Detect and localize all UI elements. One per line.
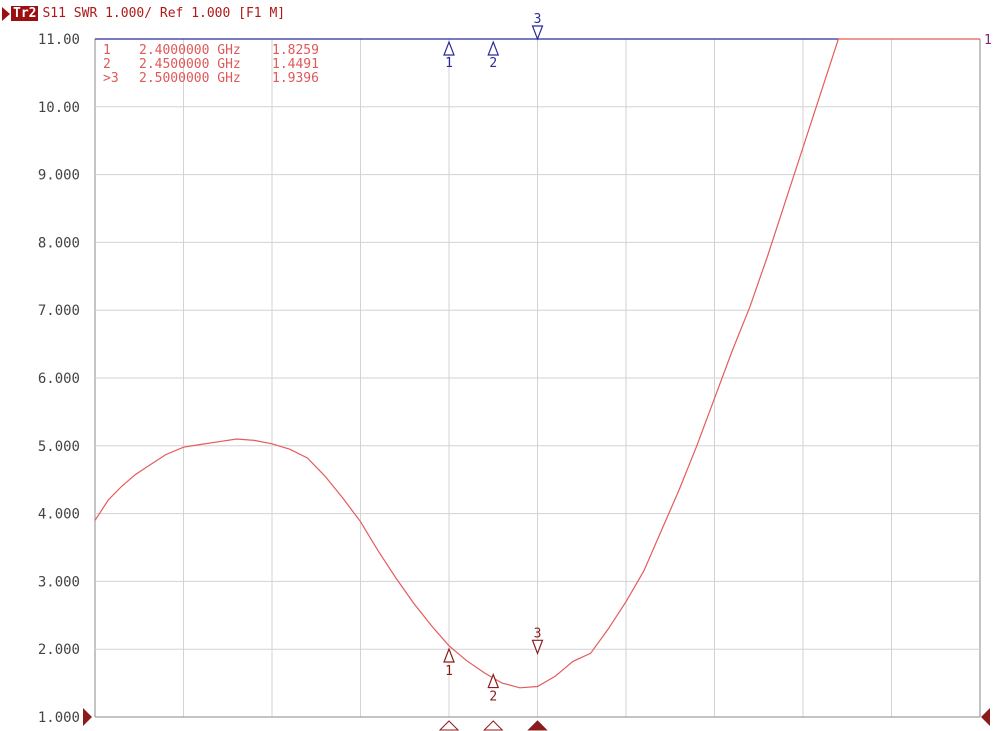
y-tick-label: 2.000 [38,642,80,658]
trace-settings-text[interactable]: S11 SWR 1.000/ Ref 1.000 [F1 M] [42,6,286,21]
active-trace-arrow-icon [2,6,10,21]
marker-table-value: 1.4491 [272,57,319,72]
limit-marker-down-triangle-icon [531,25,544,41]
limit-marker-up-triangle-icon [443,40,455,56]
marker-axis-pointer-icon [527,720,548,731]
limit-trace: 1 [95,33,992,48]
limit-marker-label: 1 [445,56,453,71]
marker-3: 33 [527,12,548,731]
y-tick-label: 4.000 [38,507,80,523]
marker-2: 22 [483,40,504,731]
marker-table-freq: 2.4000000 GHz [139,43,241,58]
y-tick-label: 7.000 [38,303,80,319]
limit-marker-label: 3 [534,12,542,27]
marker-table: 1 2.4000000 GHz 1.8259 2 2.4500000 GHz 1.449… [103,43,319,86]
marker-label: 3 [534,626,542,641]
y-tick-label: 1.000 [38,710,80,726]
marker-table-freq: 2.4500000 GHz [139,57,241,72]
trace-badge[interactable]: Tr2 [11,6,39,21]
marker-down-triangle-icon [531,639,544,655]
swr-trace [94,38,980,689]
marker-table-id: 1 [103,43,111,58]
reference-right-arrow-icon [981,708,990,726]
marker-table-id: 2 [103,57,111,72]
marker-table-row: 1 2.4000000 GHz 1.8259 [103,43,319,58]
marker-up-triangle-icon [443,647,455,663]
reference-left-arrow-icon [83,708,92,726]
y-tick-label: 9.000 [38,168,80,184]
marker-axis-pointer-icon [438,720,460,731]
limit-marker-label: 2 [489,56,497,71]
marker-label: 2 [489,690,497,705]
y-tick-labels: 1.000 2.000 3.000 4.000 5.000 6.000 7.000 8.000… [38,32,990,726]
y-tick-label: 10.00 [38,100,80,116]
marker-axis-pointer-icon [483,720,504,731]
marker-table-value: 1.9396 [272,71,319,86]
y-tick-label: 11.00 [38,32,80,48]
limit-marker-up-triangle-icon [487,40,500,56]
y-tick-label: 6.000 [38,371,80,387]
marker-table-row: 2 2.4500000 GHz 1.4491 [103,57,319,72]
marker-1: 11 [438,40,460,731]
swr-trace-line [94,38,980,689]
marker-table-id: >3 [103,71,119,86]
marker-label: 1 [445,664,453,679]
chart-grid [94,38,981,718]
marker-up-triangle-icon [487,672,500,689]
marker-table-row: >3 2.5000000 GHz 1.9396 [103,71,319,86]
y-tick-label: 5.000 [38,439,80,455]
y-tick-label: 3.000 [38,574,80,590]
y-tick-label: 8.000 [38,235,80,251]
limit-end-label: 1 [984,33,992,48]
marker-table-value: 1.8259 [272,43,319,58]
marker-table-freq: 2.5000000 GHz [139,71,241,86]
